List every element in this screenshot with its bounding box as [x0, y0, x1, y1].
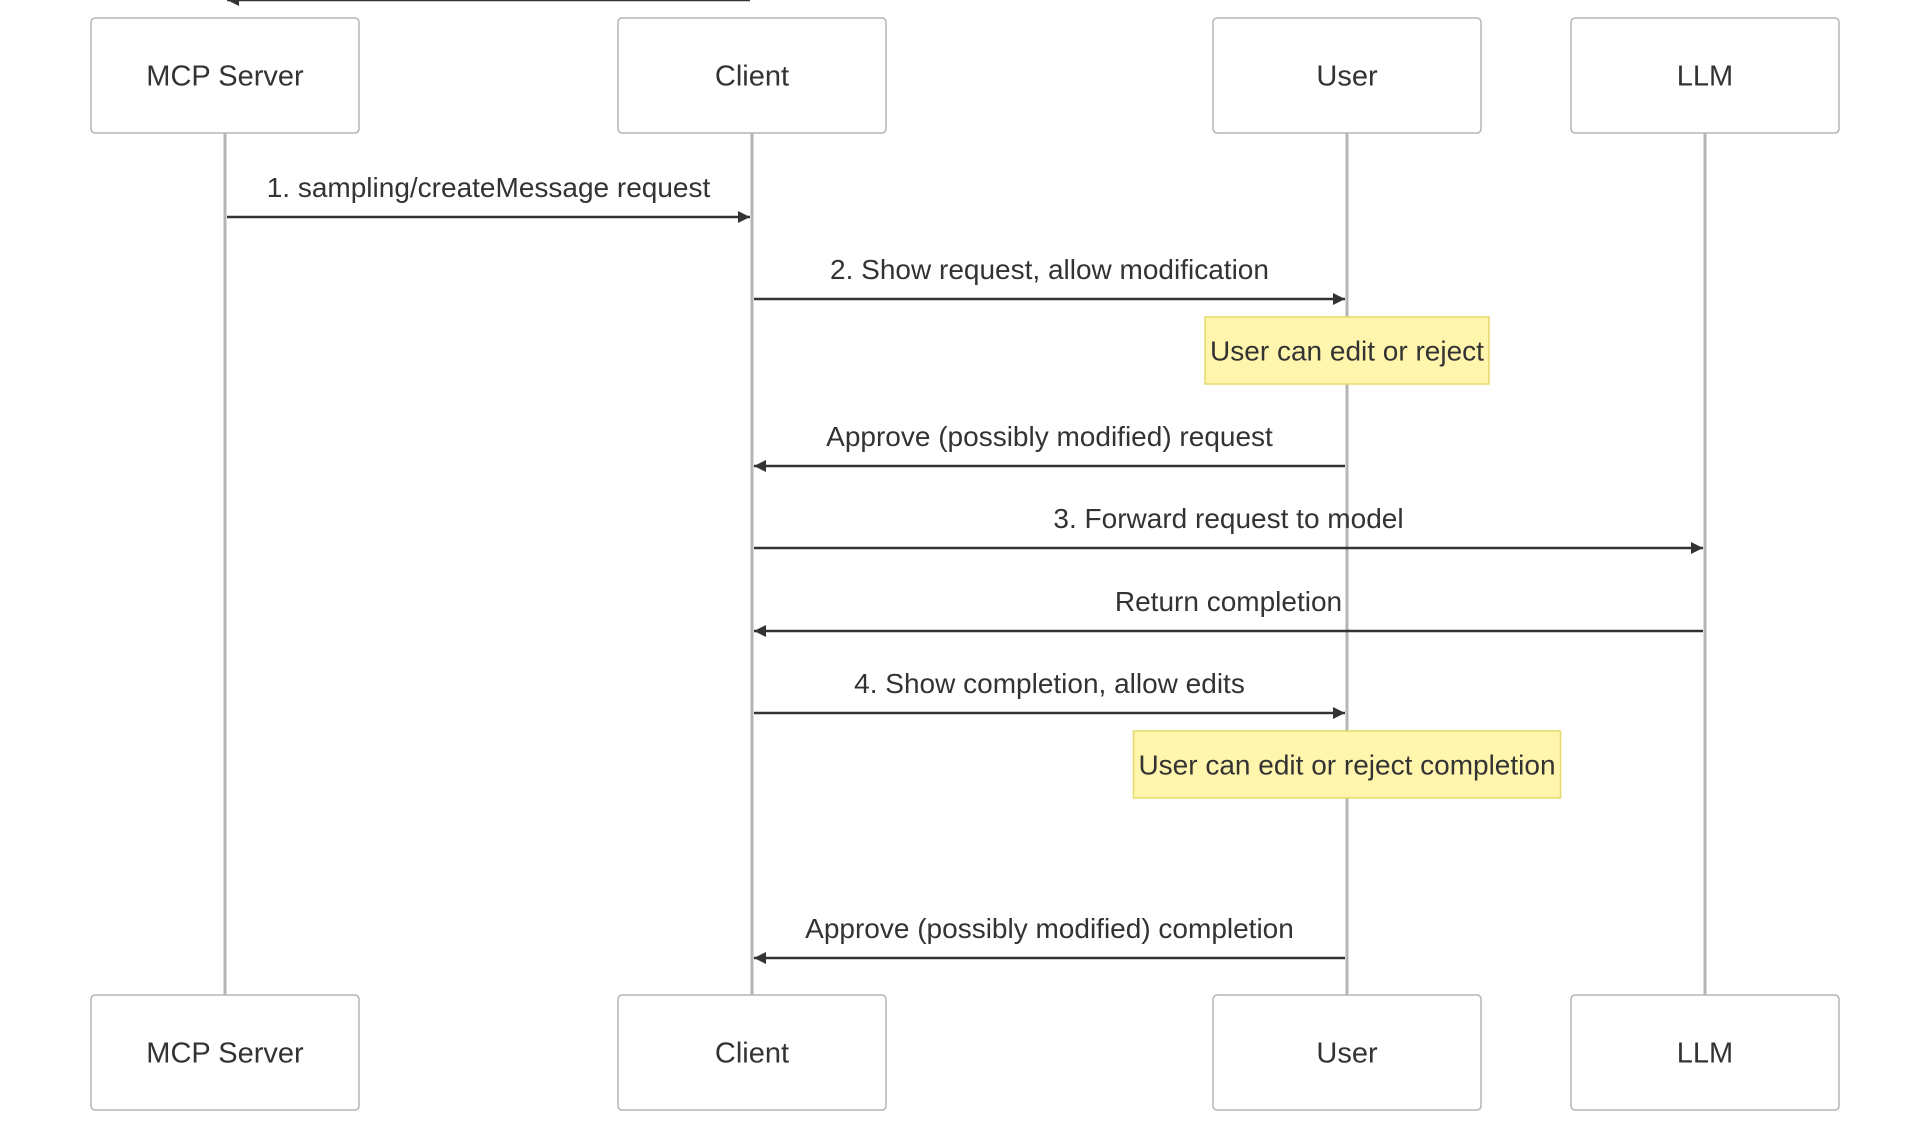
message-6: Return completion [754, 586, 1703, 637]
actor-client-top: Client [617, 17, 887, 134]
message-label: Return completion [1115, 586, 1342, 617]
note-8: User can edit or reject completion [1132, 730, 1562, 799]
actor-llm-bottom: LLM [1570, 994, 1840, 1111]
message-label: 4. Show completion, allow edits [854, 668, 1245, 699]
actor-box [617, 994, 887, 1111]
message-10: 5. Send final result [227, 0, 750, 6]
message-label: Approve (possibly modified) completion [805, 913, 1294, 944]
actor-client-bottom: Client [617, 994, 887, 1111]
message-label: 2. Show request, allow modification [830, 254, 1269, 285]
actor-label: Client [715, 1038, 789, 1070]
actor-box [90, 17, 360, 134]
actor-llm-top: LLM [1570, 17, 1840, 134]
actor-label: User [1316, 1038, 1378, 1070]
actor-user-bottom: User [1212, 994, 1482, 1111]
note-box [1204, 316, 1490, 385]
message-label: Approve (possibly modified) request [826, 421, 1273, 452]
message-5: 3. Forward request to model [754, 503, 1703, 554]
actor-box [1212, 17, 1482, 134]
message-7: 4. Show completion, allow edits [754, 668, 1345, 719]
actor-box [1570, 994, 1840, 1111]
message-label: 3. Forward request to model [1053, 503, 1403, 534]
actor-label: User [1316, 61, 1378, 93]
actor-user-top: User [1212, 17, 1482, 134]
actor-label: MCP Server [146, 1038, 304, 1070]
message-label: 1. sampling/createMessage request [267, 172, 711, 203]
note-label: User can edit or reject [1210, 336, 1484, 367]
actor-mcp-bottom: MCP Server [90, 994, 360, 1111]
message-1: 1. sampling/createMessage request [227, 172, 750, 223]
message-4: Approve (possibly modified) request [754, 421, 1345, 472]
note-3: User can edit or reject [1204, 316, 1490, 385]
actor-label: Client [715, 61, 789, 93]
message-2: 2. Show request, allow modification [754, 254, 1345, 305]
note-box [1132, 730, 1562, 799]
actor-label: LLM [1677, 1038, 1733, 1070]
actor-label: MCP Server [146, 61, 304, 93]
actor-box [1570, 17, 1840, 134]
actor-mcp-top: MCP Server [90, 17, 360, 134]
actor-label: LLM [1677, 61, 1733, 93]
actor-box [90, 994, 360, 1111]
message-9: Approve (possibly modified) completion [754, 913, 1345, 964]
note-label: User can edit or reject completion [1138, 750, 1555, 781]
actor-box [617, 17, 887, 134]
message-label: 5. Send final result [373, 0, 605, 6]
actor-box [1212, 994, 1482, 1111]
